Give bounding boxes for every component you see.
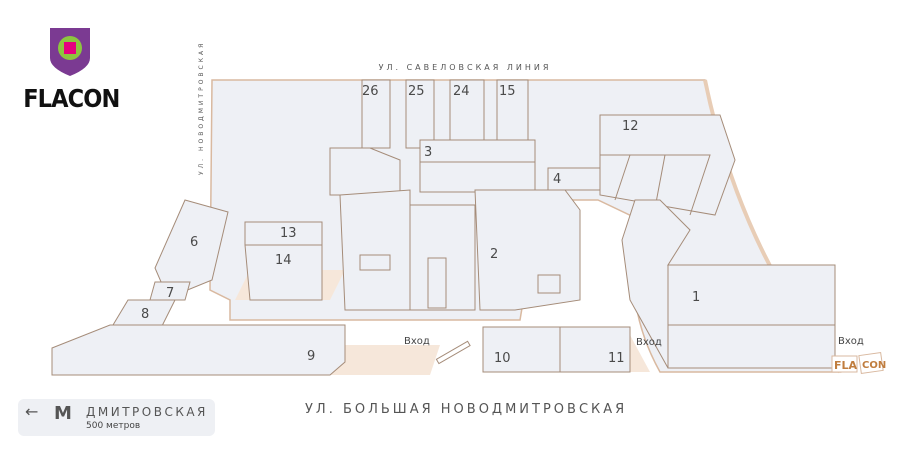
svg-text:8: 8	[141, 307, 149, 322]
svg-text:13: 13	[280, 226, 297, 241]
svg-text:10: 10	[494, 351, 511, 366]
svg-text:CON: CON	[862, 360, 886, 371]
svg-text:26: 26	[362, 84, 379, 99]
flacon-corner-sign: FLA CON	[831, 351, 886, 375]
building-11[interactable]: 11	[559, 326, 631, 373]
metro-station-name: ДМИТРОВСКАЯ	[86, 405, 208, 419]
building-10[interactable]: 10	[482, 326, 561, 373]
building-center[interactable]	[409, 204, 476, 311]
svg-text:6: 6	[190, 235, 198, 250]
building-13-14[interactable]: 13 14	[244, 221, 323, 301]
entrance-label-west[interactable]: Вход	[404, 336, 430, 347]
building-12[interactable]: 12	[599, 114, 736, 216]
building-1[interactable]: 1	[621, 199, 836, 369]
svg-text:24: 24	[453, 84, 470, 99]
building-2[interactable]: 2	[474, 189, 581, 311]
svg-text:15: 15	[499, 84, 516, 99]
svg-text:11: 11	[608, 351, 625, 366]
building-15[interactable]: 15	[496, 79, 529, 151]
building-4[interactable]: 4	[547, 167, 603, 191]
svg-text:7: 7	[166, 286, 174, 301]
svg-text:1: 1	[692, 290, 700, 305]
entrance-label-middle[interactable]: Вход	[636, 337, 662, 348]
building-7[interactable]: 7	[149, 281, 191, 301]
street-label-top: УЛ. САВЕЛОВСКАЯ ЛИНИЯ	[379, 63, 552, 72]
street-label-bottom: УЛ. БОЛЬШАЯ НОВОДМИТРОВСКАЯ	[305, 402, 628, 417]
barrier	[435, 340, 471, 365]
svg-text:14: 14	[275, 253, 292, 268]
arrow-left-icon: ←	[25, 402, 39, 421]
metro-icon: М	[54, 403, 72, 424]
building-24[interactable]: 24	[449, 79, 485, 151]
svg-text:9: 9	[307, 349, 315, 364]
svg-text:3: 3	[424, 145, 432, 160]
svg-text:2: 2	[490, 247, 498, 262]
svg-text:FLA: FLA	[834, 359, 858, 372]
logo-text: FLACON	[23, 84, 120, 113]
svg-text:25: 25	[408, 84, 425, 99]
svg-text:4: 4	[553, 172, 561, 187]
building-middle-west[interactable]	[339, 189, 411, 311]
metro-direction-sign[interactable]: ← М ДМИТРОВСКАЯ 500 метров	[18, 399, 215, 436]
shadow	[330, 345, 440, 375]
flacon-logo[interactable]: FLACON	[18, 28, 122, 113]
building-25[interactable]: 25	[405, 79, 435, 149]
building-9[interactable]: 9	[51, 324, 346, 376]
entrance-label-east[interactable]: Вход	[838, 336, 864, 347]
metro-distance: 500 метров	[86, 421, 141, 431]
building-block-north[interactable]	[329, 147, 401, 196]
street-label-left: УЛ. НОВОДМИТРОВСКАЯ	[198, 41, 205, 175]
building-3[interactable]: 3	[419, 139, 536, 193]
building-6[interactable]: 6	[154, 199, 229, 299]
svg-text:12: 12	[622, 119, 639, 134]
shield-icon	[50, 28, 90, 76]
building-26[interactable]: 26	[361, 79, 391, 149]
